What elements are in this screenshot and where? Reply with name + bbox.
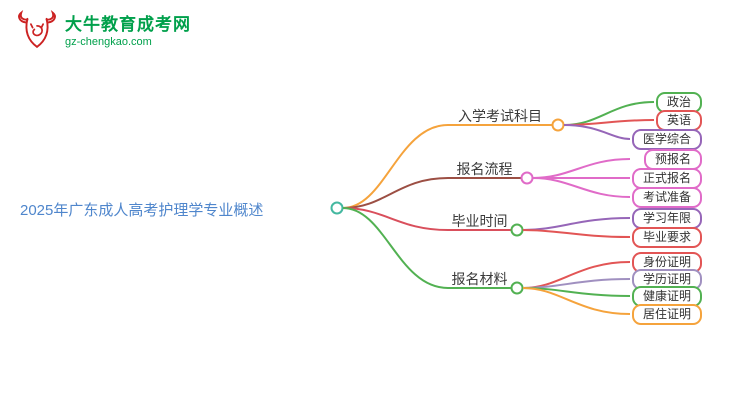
leaf-english: 英语 [655,110,702,131]
branch-node-registration-process [520,171,534,185]
leaf-identity-certificate: 身份证明 [631,252,702,273]
site-url: gz-chengkao.com [65,36,152,49]
line-residence-certificate [522,287,631,315]
branch-node-exam-subjects [551,118,565,132]
line-medical-comprehensive [563,124,631,140]
logo-text-block: 大牛教育成考网 gz-chengkao.com [65,15,191,49]
line-study-duration [522,217,631,231]
line-education-certificate [522,278,631,289]
leaf-residence-certificate: 居住证明 [631,304,702,325]
mindmap-root-node: 2025年广东成人高考护理学专业概述 [20,202,264,219]
line-identity-certificate [522,261,631,289]
leaf-graduation-requirements: 毕业要求 [631,227,702,248]
branch-node-graduation-time [510,223,524,237]
line-english [563,119,655,126]
leaf-pre-registration: 预报名 [643,149,702,170]
branch-graduation-time: 毕业时间 [451,213,508,229]
branch-line-registration-process [342,177,521,209]
branch-registration-process: 报名流程 [456,161,513,177]
leaf-exam-preparation: 考试准备 [631,187,702,208]
line-pre-registration [532,158,631,179]
line-politics [563,101,655,126]
branch-registration-materials: 报名材料 [451,271,508,287]
site-logo[interactable]: 大牛教育成考网 gz-chengkao.com [16,10,191,54]
site-name: 大牛教育成考网 [65,14,191,34]
line-health-certificate [522,287,631,297]
branch-exam-subjects: 入学考试科目 [458,108,542,124]
leaf-medical-comprehensive: 医学综合 [631,129,702,150]
line-exam-preparation [532,177,631,198]
leaf-formal-registration: 正式报名 [631,168,702,189]
branch-node-registration-materials [510,281,524,295]
bull-logo-icon [18,10,56,49]
line-graduation-requirements [522,229,631,238]
leaf-study-duration: 学习年限 [631,208,702,229]
